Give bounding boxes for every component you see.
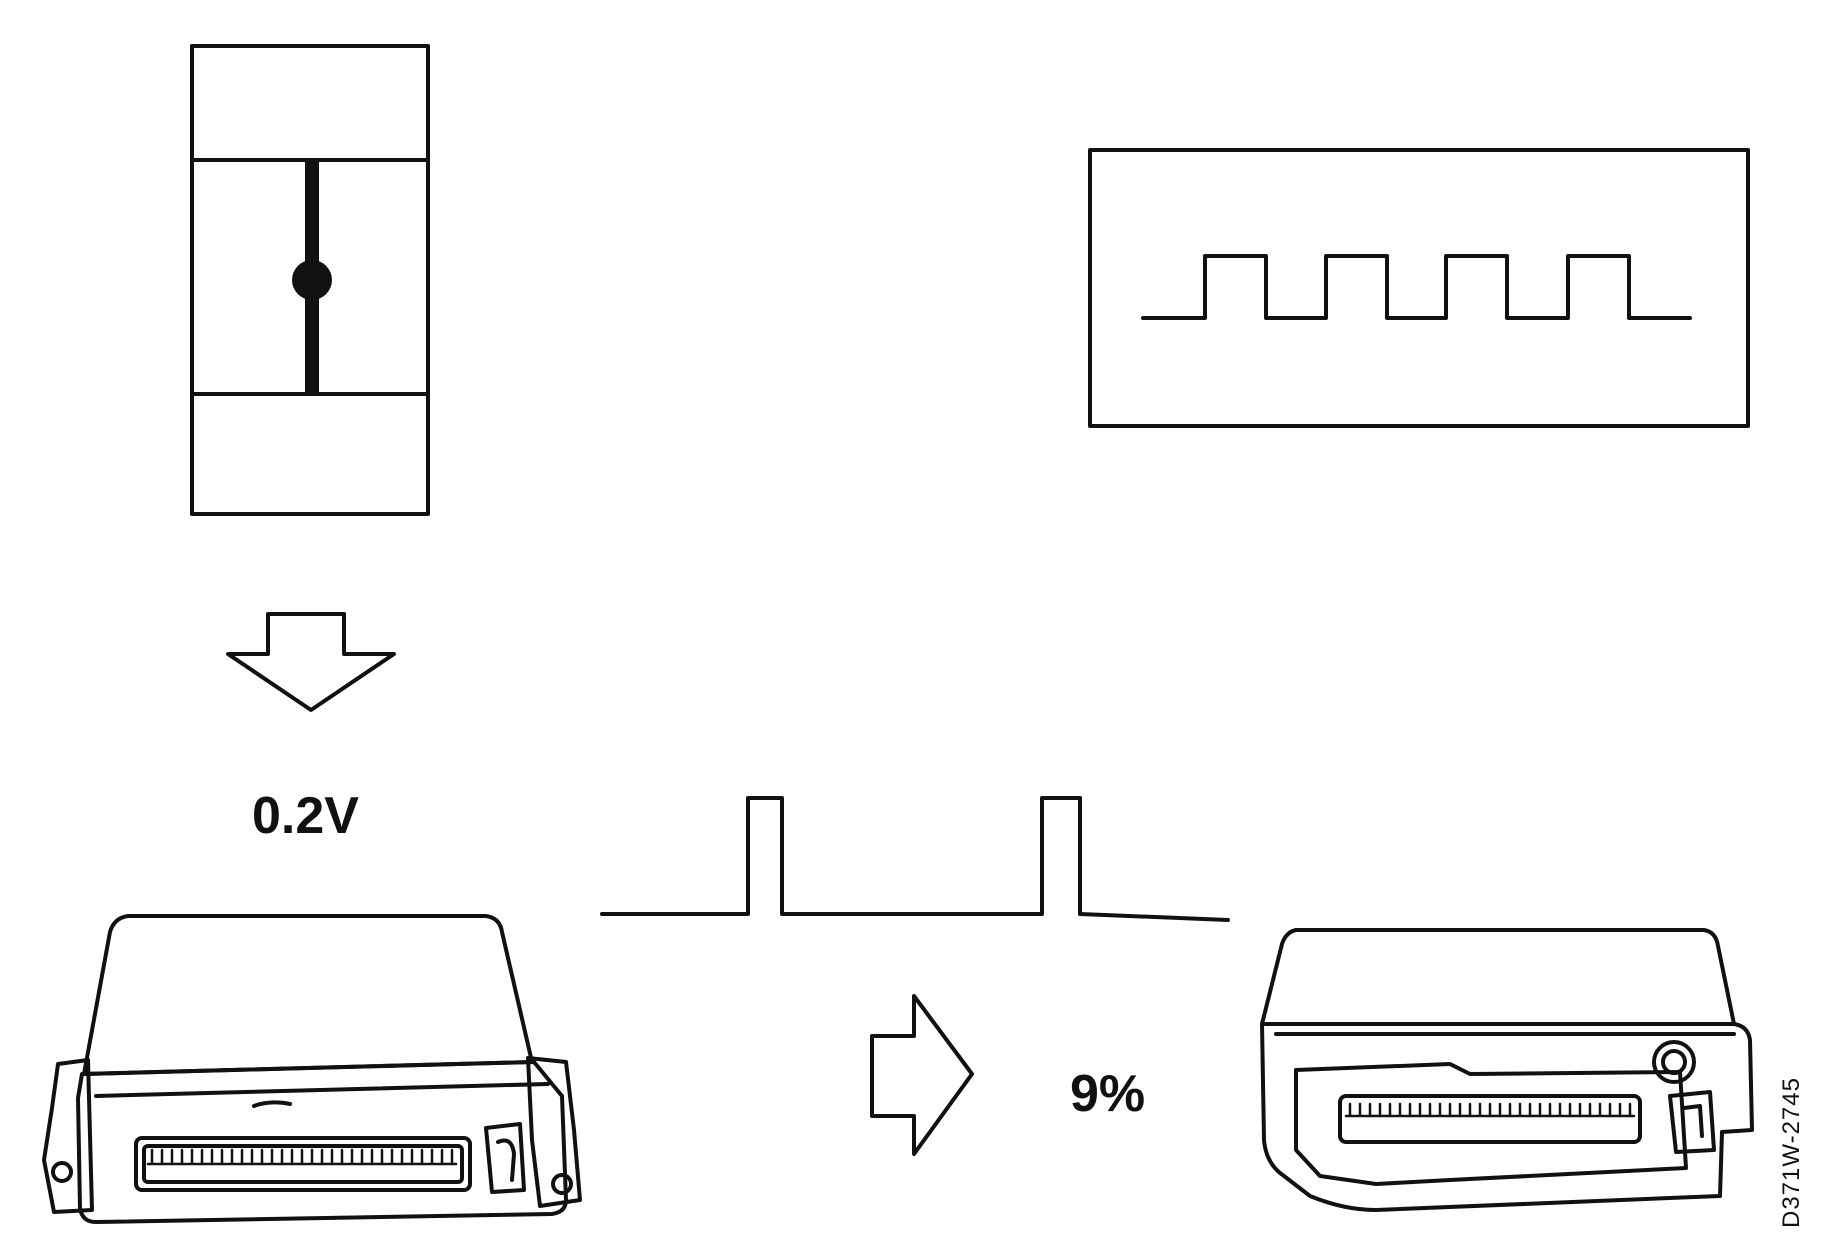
ecu-control-unit-icon: [42, 914, 582, 1224]
arrow-down-icon: [226, 612, 396, 712]
potentiometer-sensor-icon: [190, 44, 430, 516]
arrow-right-icon: [870, 994, 974, 1156]
square-wave-signal: [1141, 254, 1692, 320]
pulse-wave-signal: [600, 796, 1230, 922]
figure-reference-code: D371W-2745: [1778, 1077, 1805, 1228]
voltage-label: 0.2V: [252, 787, 359, 845]
ecu-control-unit-icon: [1260, 928, 1754, 1212]
duty-cycle-label: 9%: [1070, 1065, 1146, 1123]
oscilloscope-display: [1088, 148, 1750, 428]
